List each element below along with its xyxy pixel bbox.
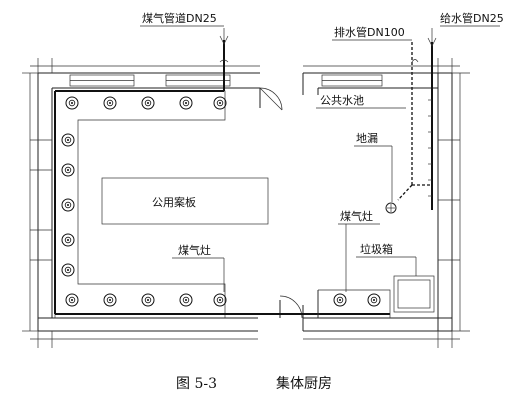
gas-burner-icon (141, 96, 155, 110)
gas-burner-icon (179, 96, 193, 110)
trash-bin (393, 275, 435, 313)
drain-pipe (397, 42, 432, 201)
gas-burner-icon (65, 293, 79, 307)
label-public-sink: 公共水池 (320, 94, 364, 107)
right-counter (317, 289, 391, 318)
label-trash-bin: 垃圾箱 (360, 242, 393, 256)
gas-burner-icon (61, 233, 75, 247)
gas-burner-icon (61, 263, 75, 277)
gas-burner-icon (103, 96, 117, 110)
label-gas-main: 煤气管道DN25 (142, 11, 217, 25)
label-drain-pipe: 排水管DN100 (334, 25, 405, 39)
gas-burner-icon (103, 293, 117, 307)
walls (22, 58, 470, 348)
public-sink (427, 28, 437, 210)
label-floor-drain: 地漏 (356, 132, 378, 145)
gas-burner-icon (213, 293, 227, 307)
gas-burner-icon (179, 293, 193, 307)
label-stove-right: 煤气灶 (340, 209, 373, 223)
figure-number: 图 5-3 (176, 376, 217, 392)
door-top (259, 87, 283, 111)
figure-title: 集体厨房 (276, 375, 332, 392)
gas-burner-icon (367, 293, 381, 307)
label-stove-left: 煤气灶 (178, 243, 211, 257)
gas-burner-icon (61, 133, 75, 147)
gas-burner-icon (213, 96, 227, 110)
shared-board-label: 公用案板 (152, 195, 196, 209)
leader-lines (140, 25, 500, 292)
floor-drain-icon (385, 202, 397, 214)
gas-burner-icon (65, 96, 79, 110)
label-water-pipe: 给水管DN25 (440, 11, 504, 25)
counter-outline (54, 90, 226, 318)
gas-burner-icon (141, 293, 155, 307)
gas-pipe (54, 28, 390, 315)
burners (61, 96, 381, 307)
shared-board (101, 177, 269, 225)
gas-burner-icon (61, 163, 75, 177)
gas-burner-icon (333, 293, 347, 307)
gas-burner-icon (61, 198, 75, 212)
